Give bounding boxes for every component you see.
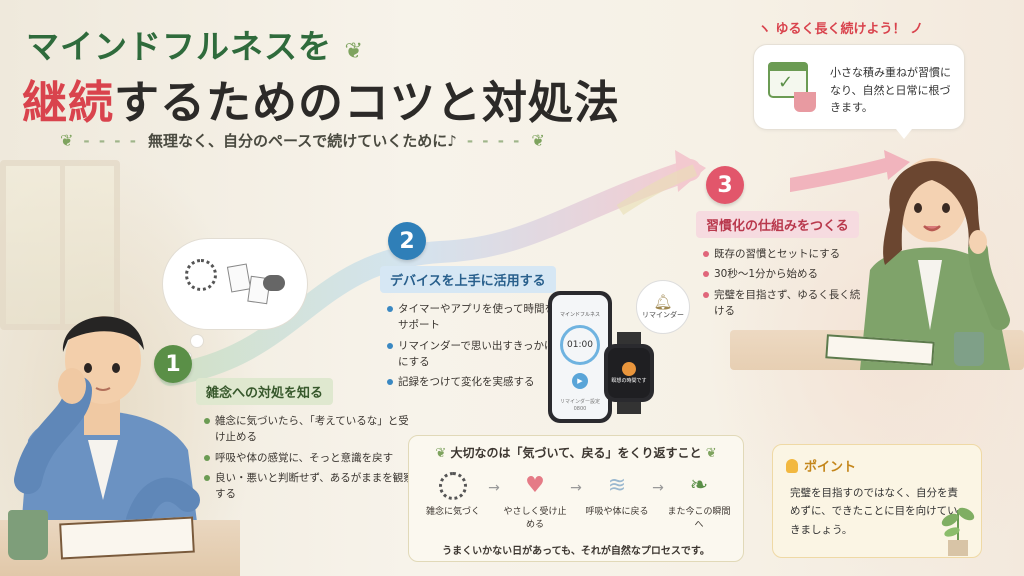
flow-label: 呼吸や体に戻る xyxy=(585,507,649,517)
flow-label: やさしく受け止める xyxy=(503,507,567,530)
flow-label: 雑念に気づく xyxy=(425,507,480,517)
timer-value: 01:00 xyxy=(567,340,593,350)
play-icon: ▶ xyxy=(572,373,588,389)
calendar-header xyxy=(768,62,808,71)
check-icon: ✓ xyxy=(778,72,794,93)
arrow-right-icon: → xyxy=(570,480,582,496)
cycle-title: ❦ 大切なのは「気づいて、戻る」をくり返すこと ❦ xyxy=(408,444,744,461)
flow-step: 雑念に気づく xyxy=(418,470,488,519)
plant-icon xyxy=(941,507,975,556)
cycle-footer: うまくいかない日があっても、それが自然なプロセスです。 xyxy=(442,546,710,557)
thought-dot xyxy=(190,334,204,348)
notebook-illustration xyxy=(59,516,195,560)
phone-footer: リマインダー設定 0800 xyxy=(552,399,608,412)
arrow-right-icon: → xyxy=(488,480,500,496)
step-2-list: タイマーやアプリを使って時間をサポート リマインダーで思い出すきっかけにする 記… xyxy=(387,301,557,394)
encourage-heading-text: ゆるく長く続けよう！ xyxy=(775,22,906,37)
leaf-icon: ❦ xyxy=(344,39,364,64)
leaf-icon: ❦ xyxy=(435,446,447,461)
list-item: 30秒〜1分から始める xyxy=(703,266,863,282)
step-1-label: 雑念への対処を知る xyxy=(196,378,334,405)
lightbulb-icon xyxy=(786,458,798,473)
leaf-icon: ❦ xyxy=(705,446,717,461)
subtitle: ❦ - - - - 無理なく、自分のペースで続けていくために♪ - - - - … xyxy=(60,130,545,151)
scribble-icon xyxy=(418,470,488,502)
point-heading: ポイント xyxy=(786,456,856,475)
flow-step: ❧ また今この瞬間へ xyxy=(664,470,734,531)
watch-strap xyxy=(617,400,641,414)
sparkle-icon: ノ xyxy=(910,22,924,37)
woman-illustration xyxy=(860,158,1010,370)
list-item: 良い・悪いと判断せず、あるがままを観察する xyxy=(204,470,414,503)
list-item: 記録をつけて変化を実感する xyxy=(387,374,557,390)
flow-label: また今この瞬間へ xyxy=(667,507,731,530)
smartwatch-illustration: 瞑想の時間です xyxy=(604,344,654,402)
list-item: タイマーやアプリを使って時間をサポート xyxy=(387,301,557,334)
list-item: 雑念に気づいたら、「考えているな」と受け止める xyxy=(204,413,414,446)
leaf-icon: ❦ xyxy=(531,131,545,150)
list-item: 呼吸や体の感覚に、そっと意識を戻す xyxy=(204,450,414,466)
cycle-title-text: 大切なのは「気づいて、戻る」をくり返すこと xyxy=(450,446,702,460)
bell-icon: 🔔︎ xyxy=(653,292,673,311)
subtitle-text: 無理なく、自分のペースで続けていくために♪ xyxy=(147,132,457,150)
list-item: 既存の習慣とセットにする xyxy=(703,246,863,262)
window-illustration xyxy=(0,160,120,330)
app-name: マインドフルネス xyxy=(559,312,600,318)
watch-text: 瞑想の時間です xyxy=(611,377,647,384)
wind-icon: ≋ xyxy=(607,472,627,498)
step-2-label: デバイスを上手に活用する xyxy=(380,266,556,293)
mug-illustration xyxy=(8,510,48,560)
step-3-list: 既存の習慣とセットにする 30秒〜1分から始める 完璧を目指さず、ゆるく長く続け… xyxy=(703,246,863,323)
mug-illustration xyxy=(954,332,984,366)
thought-bubble xyxy=(162,238,308,330)
reminder-label: リマインダー xyxy=(642,310,684,319)
arrow-right-icon: → xyxy=(652,480,664,496)
encourage-text: 小さな積み重ねが習慣になり、自然と日常に根づきます。 xyxy=(830,66,951,115)
scribble-icon xyxy=(185,259,217,291)
sparkle-icon: ヽ xyxy=(758,22,772,37)
cup-icon xyxy=(794,92,816,112)
reminder-time: 0800 xyxy=(573,405,587,412)
divider: - - - - xyxy=(83,131,138,150)
step-3-badge: 3 xyxy=(706,166,744,204)
point-box xyxy=(772,444,982,558)
progress-path-arrow xyxy=(159,150,706,386)
title-accent: 継続 xyxy=(22,76,115,129)
step-2-badge: 2 xyxy=(388,222,426,260)
bell-icon xyxy=(622,361,636,376)
title-text: マインドフルネスを xyxy=(26,27,332,66)
page-title-line2: 継続するためのコツと対処法 xyxy=(22,66,620,131)
chat-icon xyxy=(263,275,285,291)
sprout-icon: ❧ xyxy=(689,472,709,498)
list-item: リマインダーで思い出すきっかけにする xyxy=(387,338,557,371)
timer-ring: 01:00 xyxy=(560,325,600,365)
smartphone-illustration: マインドフルネス 01:00 ▶ リマインダー設定 0800 xyxy=(548,291,612,423)
watch-strap xyxy=(617,332,641,346)
divider: - - - - xyxy=(466,131,522,150)
leaf-icon: ❦ xyxy=(60,131,74,150)
encourage-heading: ヽ ゆるく長く続けよう！ ノ xyxy=(758,18,923,37)
cycle-box xyxy=(408,435,744,562)
step-1-list: 雑念に気づいたら、「考えているな」と受け止める 呼吸や体の感覚に、そっと意識を戻… xyxy=(204,413,414,506)
heart-icon: ♥ xyxy=(525,472,545,498)
step-3-label: 習慣化の仕組みをつくる xyxy=(696,211,859,238)
phone-screen: マインドフルネス 01:00 ▶ リマインダー設定 0800 xyxy=(552,295,608,419)
reminder-bubble: 🔔︎ リマインダー xyxy=(636,280,690,334)
step-1-badge: 1 xyxy=(154,345,192,383)
flow-step: ♥ やさしく受け止める xyxy=(500,470,570,531)
point-heading-text: ポイント xyxy=(804,460,857,475)
step3-arrow xyxy=(790,150,910,192)
title-rest: するためのコツと対処法 xyxy=(114,76,621,129)
point-text: 完璧を目指すのではなく、自分を責めずに、できたことに目を向けていきましょう。 xyxy=(790,487,958,536)
reminder-setting-label: リマインダー設定 xyxy=(559,399,600,405)
flow-step: ≋ 呼吸や体に戻る xyxy=(582,470,652,519)
watch-screen: 瞑想の時間です xyxy=(608,348,650,398)
document-icon xyxy=(226,263,252,293)
cycle-flow: 雑念に気づく → ♥ やさしく受け止める → ≋ 呼吸や体に戻る → ❧ また今… xyxy=(418,470,734,531)
page-title-line1: マインドフルネスを ❦ xyxy=(26,20,364,68)
list-item: 完璧を目指さず、ゆるく長く続ける xyxy=(703,287,863,320)
